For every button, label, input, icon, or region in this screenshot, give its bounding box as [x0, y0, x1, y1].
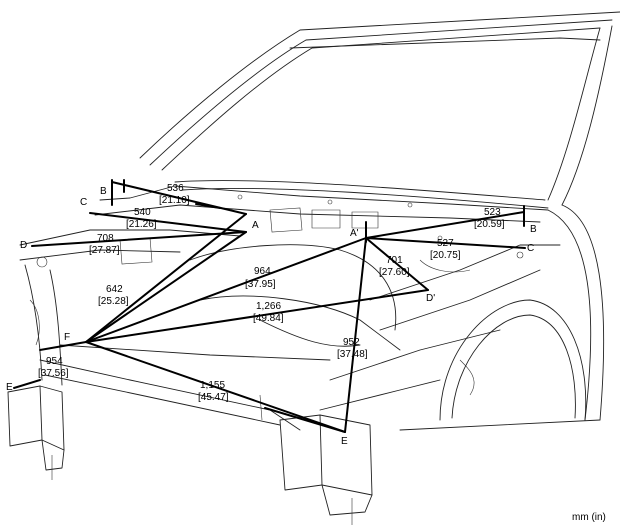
line-F-E — [85, 341, 346, 433]
dim-964-in: [37.95] — [245, 279, 276, 290]
measurement-lines — [13, 179, 526, 433]
dim-954-in: [37.56] — [38, 368, 69, 379]
point-label-Eprime: E — [341, 436, 348, 447]
vehicle-body-drawing — [7, 11, 620, 525]
dim-708-mm: 708 — [97, 233, 114, 244]
line-536-leader — [195, 203, 221, 209]
dim-954-mm: 954 — [46, 356, 63, 367]
dim-1155-in: [45.47] — [198, 392, 229, 403]
dim-527-mm: 527 — [437, 238, 454, 249]
line-Aprime-Dprime — [365, 237, 429, 291]
point-label-B: B — [100, 186, 107, 197]
line-B-A — [111, 181, 247, 215]
point-label-D: D — [20, 240, 27, 251]
dim-1266-in: [49.84] — [253, 313, 284, 324]
point-label-Cprime: C — [527, 243, 534, 254]
dim-536-in: [21.10] — [159, 195, 190, 206]
dim-952-mm: 952 — [343, 337, 360, 348]
dim-642-mm: 642 — [106, 284, 123, 295]
line-D-A — [31, 231, 247, 247]
line-F-Dprime — [85, 289, 429, 343]
point-label-Bprime: B — [530, 224, 537, 235]
line-F-left — [39, 341, 87, 351]
line-F-A-1 — [85, 213, 247, 343]
dim-708-in: [27.87] — [89, 245, 120, 256]
point-label-F: F — [64, 332, 70, 343]
dim-701-in: [27.60] — [379, 267, 410, 278]
point-label-E: E — [6, 382, 13, 393]
point-labels: A B C D E F A' B C D' E — [6, 186, 537, 447]
dim-527-in: [20.75] — [430, 250, 461, 261]
line-F-Aprime — [85, 237, 367, 343]
point-label-Dprime: D' — [426, 293, 435, 304]
line-F-A-2 — [85, 231, 247, 343]
dimension-labels: 536 [21.10] 540 [21.26] 708 [27.87] 642 … — [38, 183, 505, 403]
dim-523-mm: 523 — [484, 207, 501, 218]
dim-540-mm: 540 — [134, 207, 151, 218]
line-C-A — [89, 212, 247, 233]
line-Aprime-Cprime — [365, 237, 526, 249]
line-E-left — [13, 379, 41, 389]
dim-952-in: [37.48] — [337, 349, 368, 360]
dim-1266-mm: 1,266 — [256, 301, 281, 312]
dim-1155-mm: 1,155 — [200, 380, 225, 391]
dim-540-in: [21.26] — [126, 219, 157, 230]
line-Aprime-E — [344, 237, 367, 433]
point-label-C: C — [80, 197, 87, 208]
dim-964-mm: 964 — [254, 266, 271, 277]
point-label-A: A — [252, 220, 259, 231]
dim-523-in: [20.59] — [474, 219, 505, 230]
dim-701-mm: 701 — [386, 255, 403, 266]
dim-536-mm: 536 — [167, 183, 184, 194]
unit-note: mm (in) — [572, 512, 606, 523]
point-label-Aprime: A' — [350, 228, 359, 239]
line-E-center — [264, 407, 346, 433]
line-Aprime-Bprime — [365, 211, 525, 239]
dim-642-in: [25.28] — [98, 296, 129, 307]
